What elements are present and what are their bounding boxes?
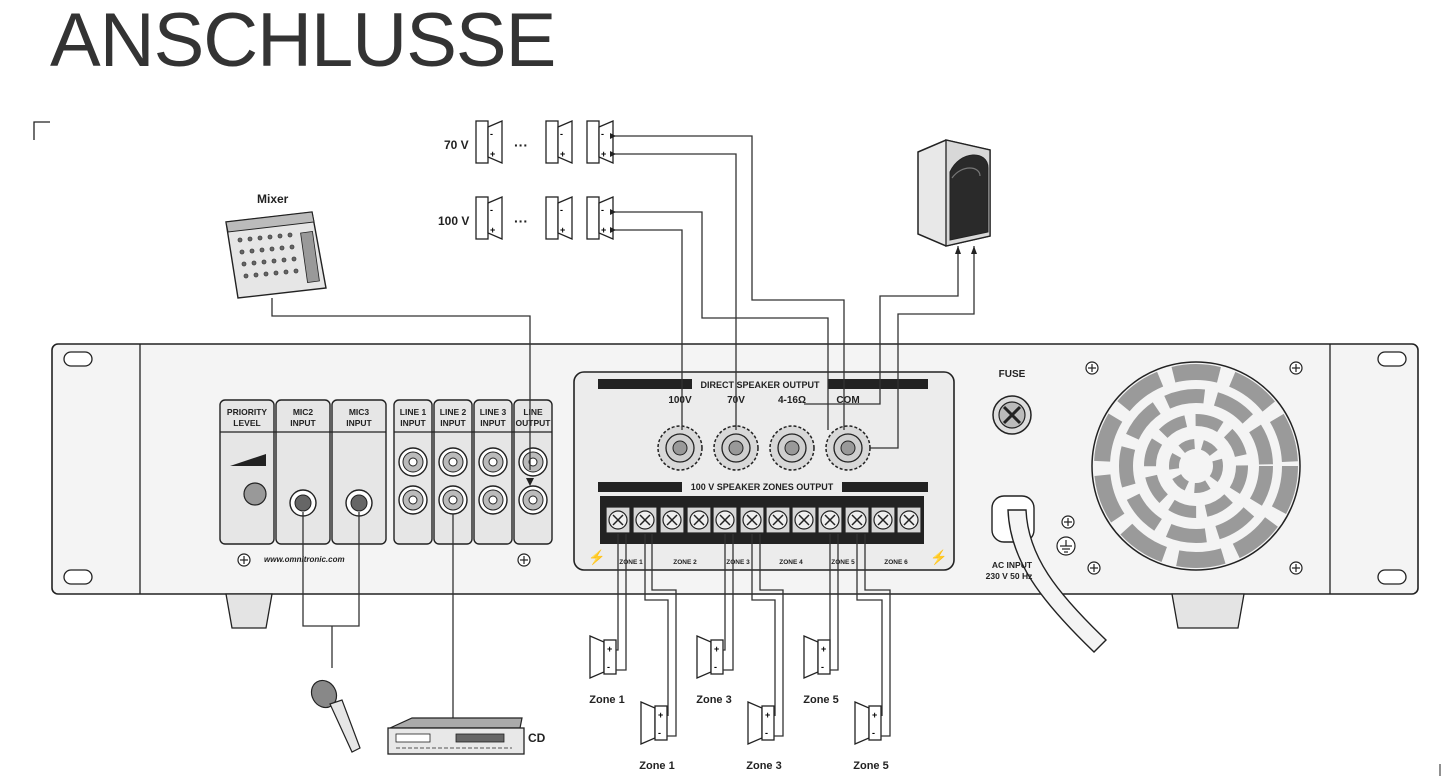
terminal-strip-screws [605,506,922,534]
label-70v: 70 V [444,138,469,152]
label-100v: 100 V [438,214,469,228]
zone-1-label: ZONE 1 [619,559,643,566]
speaker-100v-1-icon [475,196,503,240]
wire-100v-b [614,229,683,430]
screw-icon [1087,561,1101,575]
zone-speaker-3b-icon [747,701,775,745]
zone-speaker-label: Zone 5 [803,694,838,706]
zone-wires [616,534,891,737]
wire-100v-a [614,211,829,430]
screw-icon [237,553,251,567]
mixer-icon [225,211,327,299]
wire-cabinet-b [870,246,975,449]
zone-speaker-label: Zone 1 [639,760,674,772]
microphone-icon [310,679,361,753]
mic2-label-2: INPUT [290,418,316,428]
priority-label-2: LEVEL [233,418,260,428]
screw-icon [1061,515,1075,529]
ground-icon [1056,536,1076,556]
terminal-100v-label: 100V [668,395,692,406]
line3-rca-jack[interactable] [478,485,508,515]
zone-6-label: ZONE 6 [884,559,908,566]
screw-icon [1289,361,1303,375]
screw-icon [1289,561,1303,575]
wire-mixer [271,298,531,470]
mic3-label-2: INPUT [346,418,372,428]
lineout-rca-jack[interactable] [518,447,548,477]
binding-post-com[interactable] [825,425,871,471]
speaker-70v-3-icon [586,120,614,164]
line3-label-2: INPUT [480,418,506,428]
mic3-jack[interactable] [345,489,373,517]
line1-label-1: LINE 1 [400,407,427,417]
ac-input-spec: 230 V 50 Hz [986,571,1033,581]
label-cd: CD [528,731,546,745]
binding-post-100v[interactable] [657,425,703,471]
zone-speaker-1a-icon [589,635,617,679]
zones-output-header: 100 V SPEAKER ZONES OUTPUT [691,482,834,492]
direct-output-header: DIRECT SPEAKER OUTPUT [700,380,820,390]
line2-rca-jack[interactable] [438,447,468,477]
warning-bolt-icon: ⚡ [930,549,947,566]
mic2-jack[interactable] [289,489,317,517]
wire-70v-a [614,135,845,430]
lineout-label-1: LINE [523,407,543,417]
label-mixer: Mixer [257,192,289,206]
speaker-100v-2-icon [545,196,573,240]
wire-cabinet-a [804,246,959,405]
zone-speaker-5a-icon [803,635,831,679]
power-cord-icon [1007,509,1108,653]
fuse-label: FUSE [999,369,1026,380]
terminal-com-label: COM [836,395,859,406]
line1-rca-jack[interactable] [398,485,428,515]
binding-post-4-16ohm[interactable] [769,425,815,471]
zone-speaker-label: Zone 3 [746,760,781,772]
zone-speaker-1b-icon [640,701,668,745]
lineout-label-2: OUTPUT [516,418,552,428]
priority-label-1: PRIORITY [227,407,267,417]
zone-speaker-label: Zone 1 [589,694,624,706]
speaker-70v-1-icon [475,120,503,164]
binding-post-70v[interactable] [713,425,759,471]
line2-rca-jack[interactable] [438,485,468,515]
wire-mics [302,512,360,627]
zone-2-label: ZONE 2 [673,559,697,566]
mic3-label-1: MIC3 [349,407,370,417]
zone-speaker-label: Zone 5 [853,760,888,772]
zone-speaker-5b-icon [854,701,882,745]
lineout-rca-jack[interactable] [518,485,548,515]
line2-label-1: LINE 2 [440,407,467,417]
line3-label-1: LINE 3 [480,407,507,417]
priority-level-knob[interactable] [243,482,267,506]
cd-player-icon [387,717,525,755]
line3-rca-jack[interactable] [478,447,508,477]
warning-bolt-icon: ⚡ [588,549,605,566]
speaker-70v-2-icon [545,120,573,164]
pa-speaker-cabinet-icon [917,139,991,247]
dots-100v: ··· [514,213,528,229]
line2-label-2: INPUT [440,418,466,428]
speaker-100v-3-icon [586,196,614,240]
screw-icon [1085,361,1099,375]
zone-3-label: ZONE 3 [726,559,750,566]
screw-icon [517,553,531,567]
terminal-4-16-label: 4-16Ω [778,395,806,406]
wire-70v-b [614,153,737,430]
website-label: www.omnitronic.com [264,555,345,564]
fuse-holder-icon[interactable] [992,395,1032,435]
dots-70v: ··· [514,137,528,153]
zone-speaker-label: Zone 3 [696,694,731,706]
mic2-label-1: MIC2 [293,407,314,417]
priority-level-wedge-icon [230,454,266,466]
line1-rca-jack[interactable] [398,447,428,477]
zone-5-label: ZONE 5 [831,559,855,566]
page-title: ANSCHLUSSE [50,0,555,83]
zone-speaker-3a-icon [696,635,724,679]
line1-label-2: INPUT [400,418,426,428]
fan-grille-icon [1091,361,1301,571]
ac-input-label: AC INPUT [992,560,1033,570]
zone-4-label: ZONE 4 [779,559,803,566]
corner-mark [33,121,50,140]
